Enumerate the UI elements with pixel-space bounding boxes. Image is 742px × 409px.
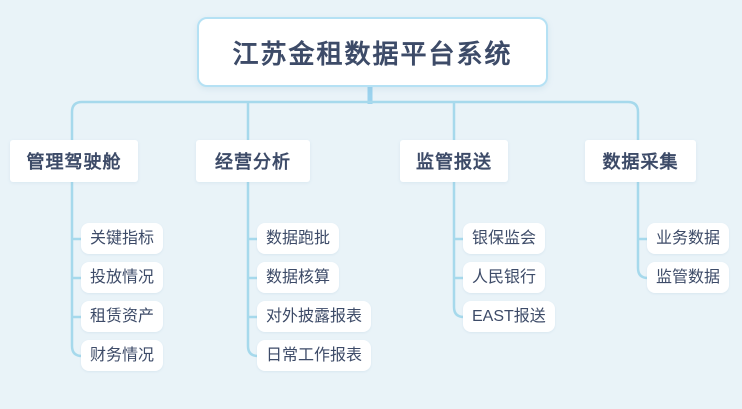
leaf-data-accounting[interactable]: 数据核算	[257, 262, 340, 293]
branch-management-cockpit[interactable]: 管理驾驶舱	[10, 140, 138, 182]
spine-branch-4	[636, 182, 649, 280]
spine-branch-2	[246, 182, 259, 358]
leaf-business-data[interactable]: 业务数据	[647, 223, 730, 254]
root-title: 江苏金租数据平台系统	[232, 38, 513, 69]
leaf-east-reporting[interactable]: EAST报送	[463, 301, 555, 332]
leaf-external-disclosure-reports[interactable]: 对外披露报表	[257, 301, 372, 332]
leaf-leasing-assets[interactable]: 租赁资产	[81, 301, 164, 332]
leaf-regulatory-data[interactable]: 监管数据	[647, 262, 730, 293]
leaf-investment-status[interactable]: 投放情况	[81, 262, 164, 293]
spine-branch-3	[452, 182, 465, 319]
leaf-financial-status[interactable]: 财务情况	[81, 340, 164, 371]
root-node[interactable]: 江苏金租数据平台系统	[197, 17, 548, 87]
branch-regulatory-reporting[interactable]: 监管报送	[400, 140, 508, 182]
leaf-key-indicators[interactable]: 关键指标	[81, 223, 164, 254]
leaf-cbirc[interactable]: 银保监会	[463, 223, 546, 254]
leaf-data-batch-run[interactable]: 数据跑批	[257, 223, 340, 254]
branch-data-collection[interactable]: 数据采集	[585, 140, 696, 182]
branch-business-analysis[interactable]: 经营分析	[196, 140, 310, 182]
leaf-pboc[interactable]: 人民银行	[463, 262, 546, 293]
main-rail-line	[70, 100, 640, 140]
leaf-daily-work-reports[interactable]: 日常工作报表	[257, 340, 372, 371]
spine-branch-1	[70, 182, 83, 358]
